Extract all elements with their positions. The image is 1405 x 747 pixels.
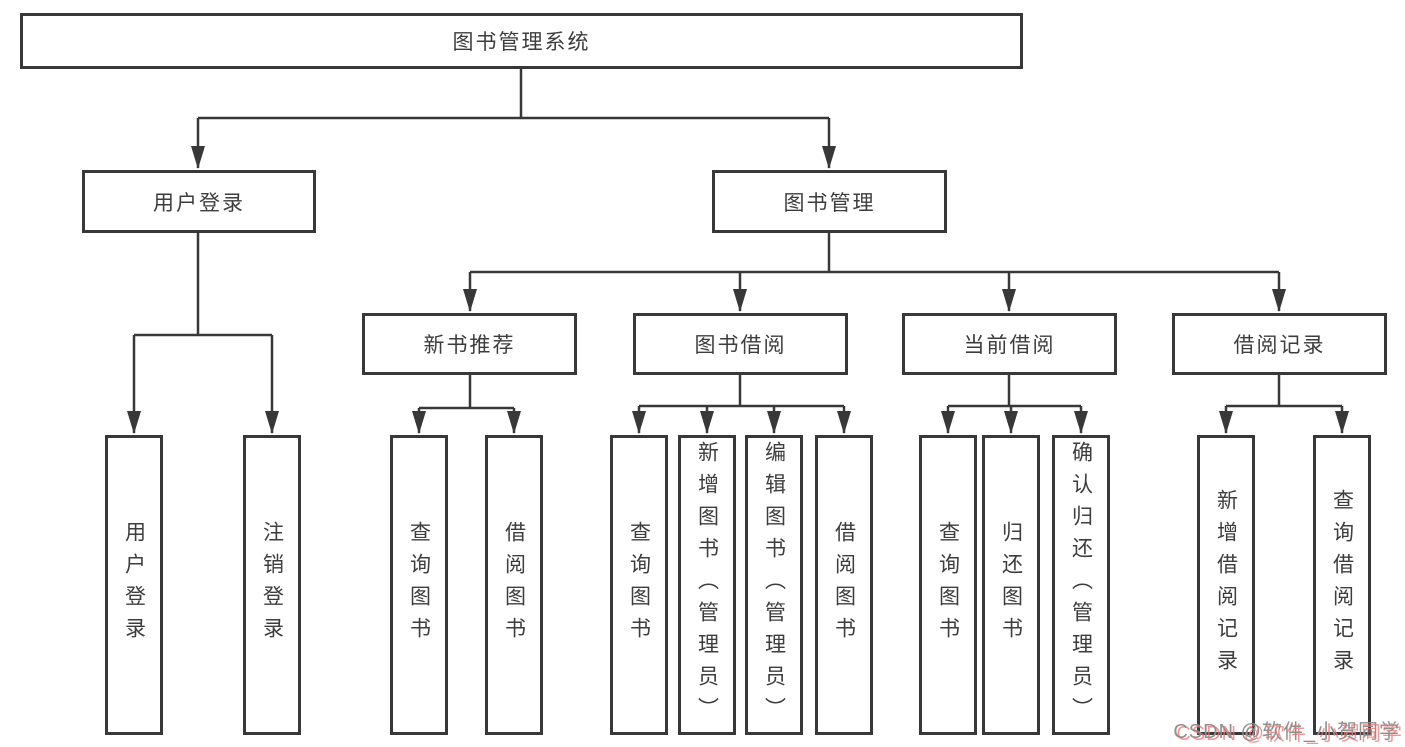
node-cb-return-books: 归还图书: [982, 435, 1040, 735]
node-label: 图书借阅: [694, 334, 787, 357]
node-bb-edit-books-admin: 编辑图书（管理员）: [745, 435, 803, 735]
node-cb-confirm-return-admin: 确认归还（管理员）: [1052, 435, 1110, 735]
node-user-login-leaf: 用户登录: [105, 435, 163, 735]
node-nb-query-books: 查询图书: [390, 435, 448, 735]
node-current-borrow: 当前借阅: [902, 313, 1117, 375]
node-br-add-borrow-record: 新增借阅记录: [1197, 435, 1255, 735]
node-logout-leaf: 注销登录: [243, 435, 301, 735]
node-label: 用户登录: [153, 191, 245, 215]
node-book-management: 图书管理: [712, 170, 947, 233]
node-user-login: 用户登录: [82, 170, 316, 233]
node-bb-add-books-admin: 新增图书（管理员）: [678, 435, 736, 735]
node-br-query-borrow-record: 查询借阅记录: [1313, 435, 1371, 735]
node-label: 归还图书: [999, 521, 1023, 649]
node-label: 查询图书: [407, 521, 431, 649]
node-new-book-recommend: 新书推荐: [362, 313, 577, 375]
node-label: 当前借阅: [963, 334, 1056, 357]
node-cb-query-books: 查询图书: [919, 435, 977, 735]
node-label: 新书推荐: [423, 334, 516, 357]
node-label: 图书管理系统: [452, 31, 591, 54]
node-label: 注销登录: [260, 521, 284, 649]
csdn-watermark: CSDN @软件_小贺同学: [1173, 721, 1400, 743]
node-label: 查询图书: [627, 521, 651, 649]
node-bb-query-books: 查询图书: [610, 435, 668, 735]
node-label: 查询图书: [936, 521, 960, 649]
node-nb-borrow-books: 借阅图书: [485, 435, 543, 735]
node-label: 编辑图书（管理员）: [762, 441, 786, 729]
node-label: 查询借阅记录: [1330, 489, 1354, 681]
node-borrow-records: 借阅记录: [1172, 313, 1387, 375]
node-book-borrow: 图书借阅: [633, 313, 848, 375]
node-label: 借阅图书: [502, 521, 526, 649]
node-label: 新增借阅记录: [1214, 489, 1238, 681]
node-library-management-system: 图书管理系统: [20, 13, 1023, 69]
node-bb-borrow-books: 借阅图书: [815, 435, 873, 735]
node-label: 用户登录: [122, 521, 146, 649]
node-label: 借阅记录: [1233, 334, 1326, 357]
node-label: 图书管理: [783, 191, 876, 215]
node-label: 确认归还（管理员）: [1069, 441, 1093, 729]
node-label: 借阅图书: [832, 521, 856, 649]
node-label: 新增图书（管理员）: [695, 441, 719, 729]
